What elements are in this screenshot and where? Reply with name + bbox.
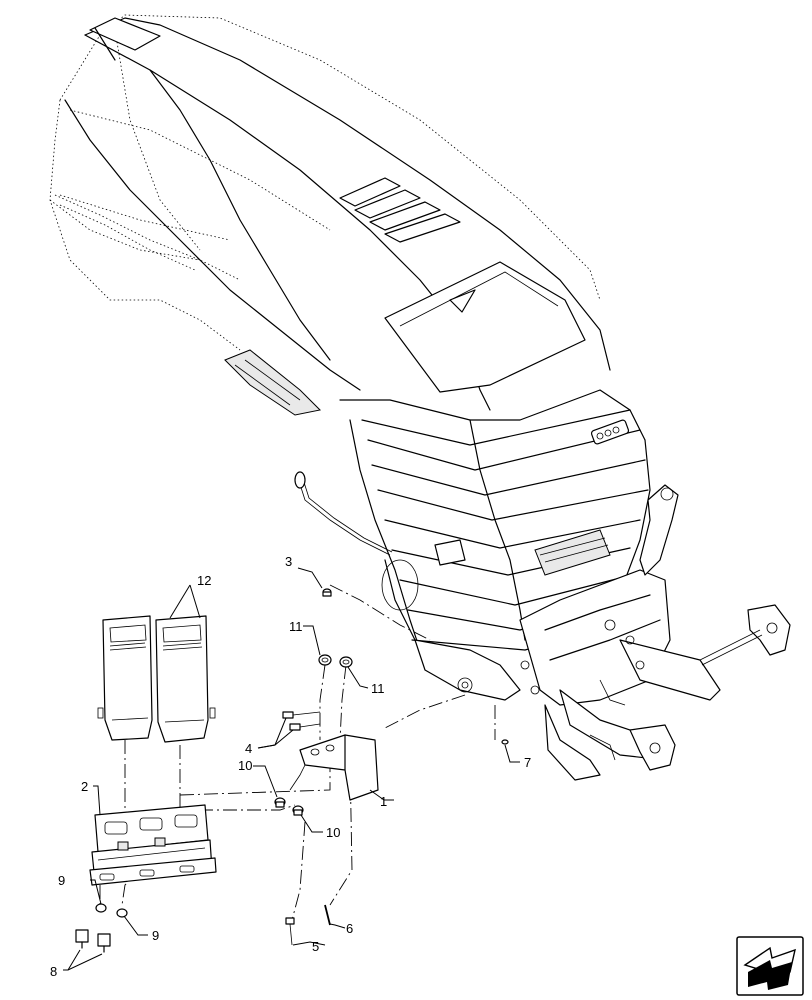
callout-leaders: [63, 567, 520, 971]
callout-11-lower: 11: [371, 681, 385, 696]
part-11-nut-b: [339, 656, 353, 668]
fasteners: [75, 588, 509, 953]
part-6-pin: [324, 904, 331, 926]
part-2-weight-carrier: [89, 804, 217, 886]
callout-4: 4: [245, 741, 252, 756]
callout-3: 3: [285, 554, 292, 569]
callout-9-left: 9: [58, 873, 65, 888]
callout-11-upper: 11: [289, 619, 303, 634]
part-4-bolts: [282, 711, 321, 731]
part-8-bolt-b: [97, 933, 111, 953]
callout-labels: 1 2 3 4 5 6 7 8 9 9 10 10 11 11 12: [50, 554, 531, 979]
callout-1: 1: [380, 794, 387, 809]
callout-5: 5: [312, 939, 319, 954]
callout-12: 12: [197, 573, 211, 588]
view-direction-arrow-icon[interactable]: [736, 936, 804, 996]
callout-8: 8: [50, 964, 57, 979]
part-8-bolt-a: [75, 929, 89, 949]
part-3-plug: [322, 588, 332, 597]
part-9-washer-b: [116, 908, 128, 918]
callout-10-lower: 10: [326, 825, 340, 840]
tractor-hood: [49, 14, 651, 651]
brand-logo: [590, 419, 630, 445]
part-11-nut-a: [318, 654, 332, 666]
part-10-washer-b: [292, 805, 304, 816]
part-10-washer-a: [274, 797, 286, 808]
callout-2: 2: [81, 779, 88, 794]
callout-9-right: 9: [152, 928, 159, 943]
callout-10-upper: 10: [238, 758, 252, 773]
part-9-washer-a: [95, 903, 107, 913]
callout-6: 6: [346, 921, 353, 936]
part-12-ballast-weights: [97, 615, 216, 743]
part-5-bolt: [285, 917, 295, 946]
callout-7: 7: [524, 755, 531, 770]
part-1-mounting-bracket: [289, 734, 379, 801]
ballast-weight-left: [97, 615, 153, 741]
ballast-weight-right: [155, 615, 216, 743]
part-7-pin: [501, 739, 509, 745]
front-hitch-assembly: [414, 484, 791, 781]
